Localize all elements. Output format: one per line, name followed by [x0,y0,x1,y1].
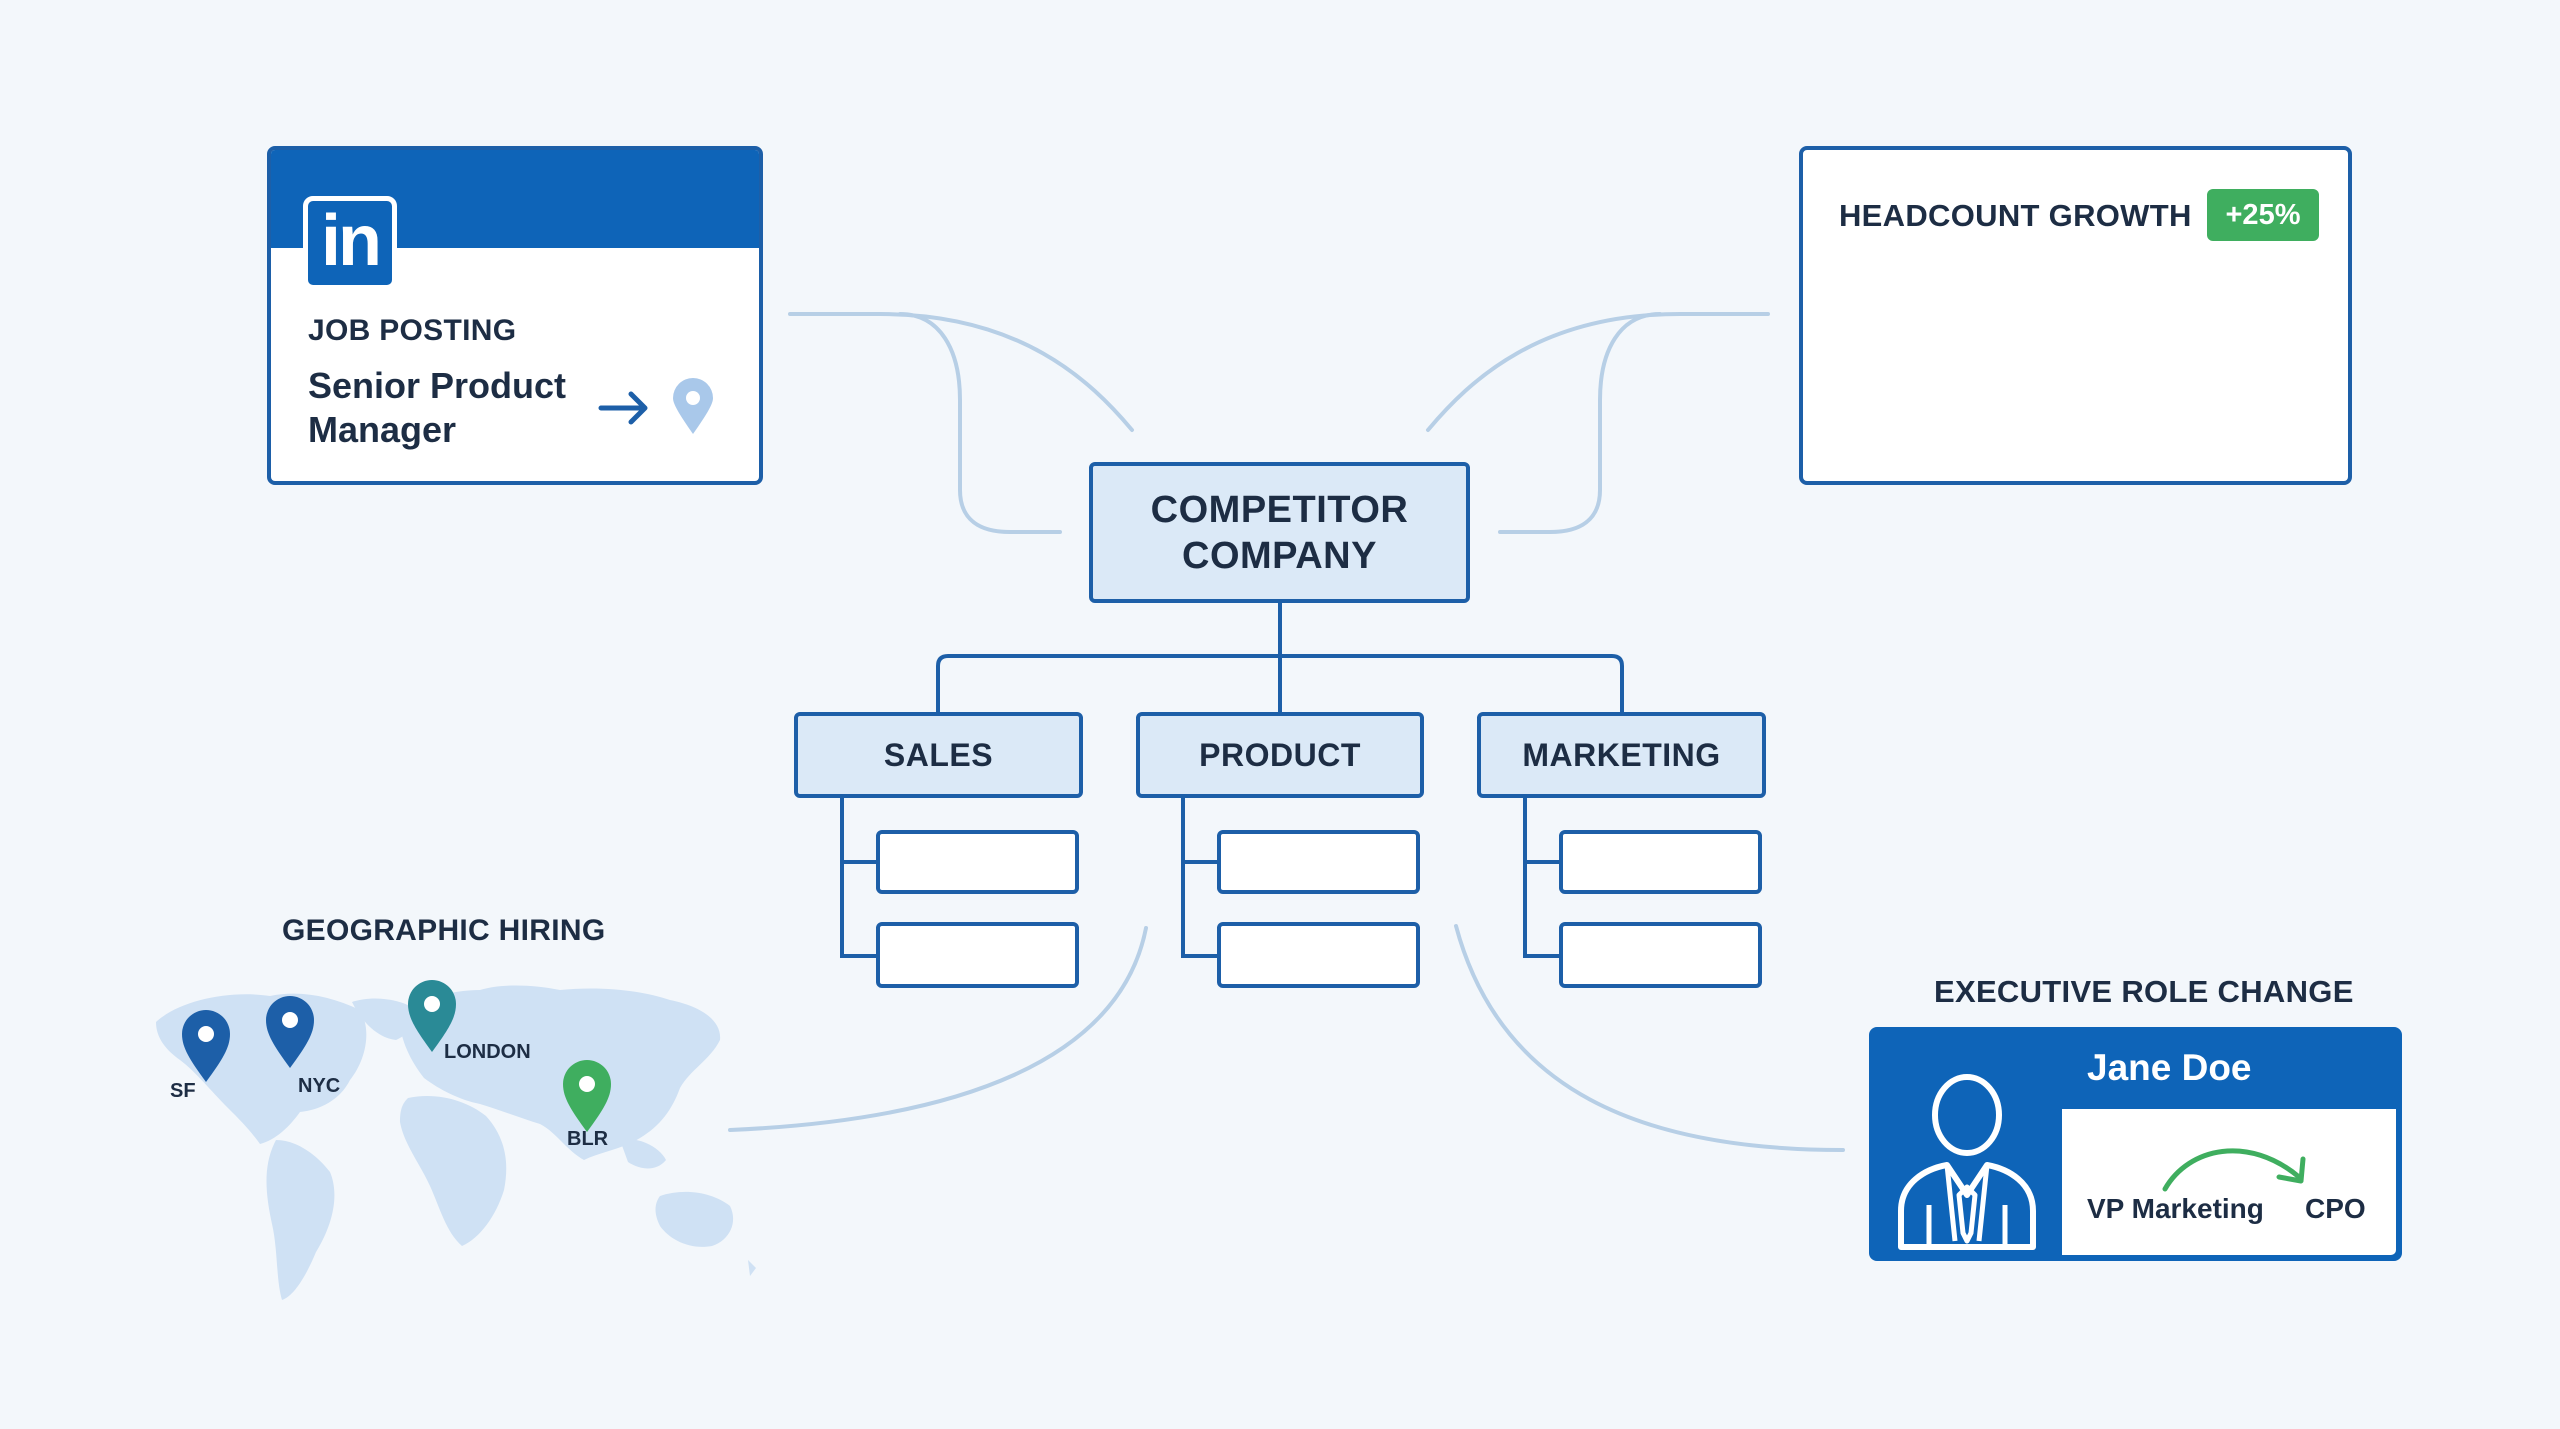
role-change-panel [2062,1109,2396,1255]
sales-sub-node-2 [876,922,1079,988]
dept-marketing-label: MARKETING [1522,736,1721,773]
location-label-london: LONDON [444,1041,531,1063]
job-title: Senior Product Manager [308,365,567,450]
location-label-sf: SF [170,1080,196,1102]
location-label-blr: BLR [567,1128,609,1150]
dept-marketing: MARKETING [1477,712,1766,798]
dept-sales: SALES [794,712,1083,798]
sales-sub-node-1 [876,830,1079,894]
marketing-tree [1523,798,1561,958]
new-role: CPO [2305,1193,2366,1224]
marketing-sub-node-1 [1559,830,1762,894]
linkedin-icon: in [303,196,397,290]
dept-product: PRODUCT [1136,712,1424,798]
central-line-2: COMPANY [1182,534,1377,577]
executive-role-change-label: EXECUTIVE ROLE CHANGE [1934,974,2354,1009]
growth-badge: +25% [2207,189,2319,241]
executive-avatar-icon [1898,1074,2036,1250]
product-tree [1181,798,1219,958]
central-line-1: COMPETITOR [1150,488,1409,531]
connector-exec-to-center [1454,924,1845,1152]
executive-role-card: Jane Doe VP Marketing CPO [1869,1027,2402,1261]
pin-nyc [266,996,314,1068]
pin-blr [563,1060,611,1132]
connector-geo-to-center [728,926,1148,1132]
headcount-growth-card: HEADCOUNT GROWTH +25% [1799,146,2352,485]
curved-arrow-icon [2162,1148,2306,1192]
executive-name: Jane Doe [2087,1047,2252,1088]
connector-job-to-center-lower [898,312,1062,534]
arrow-right-icon [598,391,648,425]
dept-product-label: PRODUCT [1199,736,1361,773]
marketing-sub-node-2 [1559,922,1762,988]
job-posting-card: in JOB POSTING Senior Product Manager [267,146,763,485]
dept-sales-label: SALES [883,736,994,773]
previous-role: VP Marketing [2087,1193,2264,1224]
headcount-growth-label: HEADCOUNT GROWTH [1839,198,2192,233]
pin-sf [182,1010,230,1082]
sales-tree [840,798,878,958]
geographic-hiring-label: GEOGRAPHIC HIRING [282,914,606,947]
world-map [156,985,756,1300]
competitor-company-node: COMPETITOR COMPANY [1089,462,1470,603]
job-posting-label: JOB POSTING [308,314,517,347]
connector-hc-to-center-lower [1498,312,1662,534]
pin-london [408,980,456,1052]
location-label-nyc: NYC [298,1075,341,1097]
product-sub-node-1 [1217,830,1420,894]
product-sub-node-2 [1217,922,1420,988]
location-pin-icon [673,378,713,434]
